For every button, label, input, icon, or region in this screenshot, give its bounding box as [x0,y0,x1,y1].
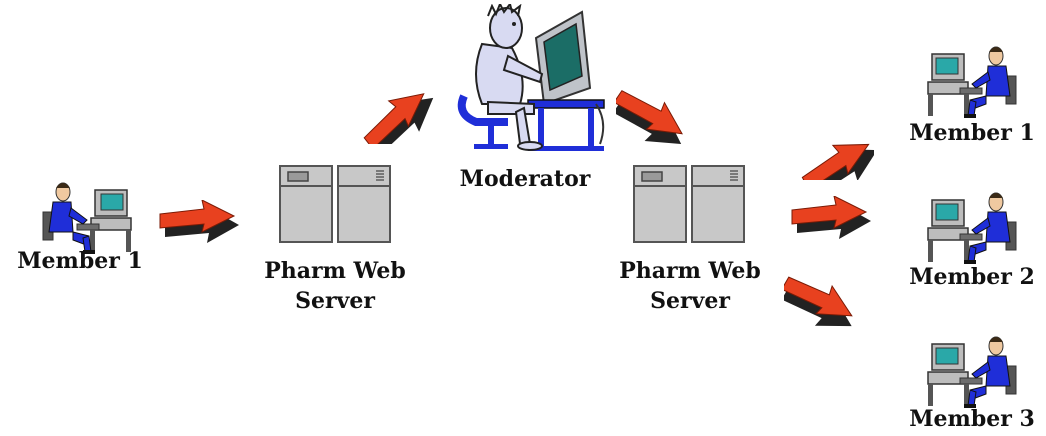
moderator-at-computer-icon [457,4,605,151]
workstation-user-icon [42,182,132,255]
server-out-label-line2: Server [650,288,730,314]
server-in-label: Pharm Web Server [255,256,415,316]
sender-label: Member 1 [17,248,143,274]
recipient-1-label: Member 1 [909,120,1035,146]
recipient-2-label: Member 2 [909,264,1035,290]
arrow-server-to-member-2 [791,196,872,240]
server-out-label-line1: Pharm Web [619,258,761,284]
workstation-user-icon [927,336,1017,409]
server-out-label: Pharm Web Server [610,256,770,316]
arrow-server-to-moderator [355,77,434,144]
server-in-label-line2: Server [295,288,375,314]
arrow-moderator-to-server [616,78,696,144]
arrow-server-to-member-1 [795,127,874,180]
recipient-3-label: Member 3 [909,406,1035,432]
arrow-sender-to-server [159,200,240,244]
server-cabinet-icon [279,165,391,243]
workstation-user-icon [927,46,1017,119]
arrow-server-to-member-3 [784,264,865,330]
server-cabinet-icon [633,165,745,243]
moderator-label: Moderator [459,166,591,192]
server-in-label-line1: Pharm Web [264,258,406,284]
workstation-user-icon [927,192,1017,265]
